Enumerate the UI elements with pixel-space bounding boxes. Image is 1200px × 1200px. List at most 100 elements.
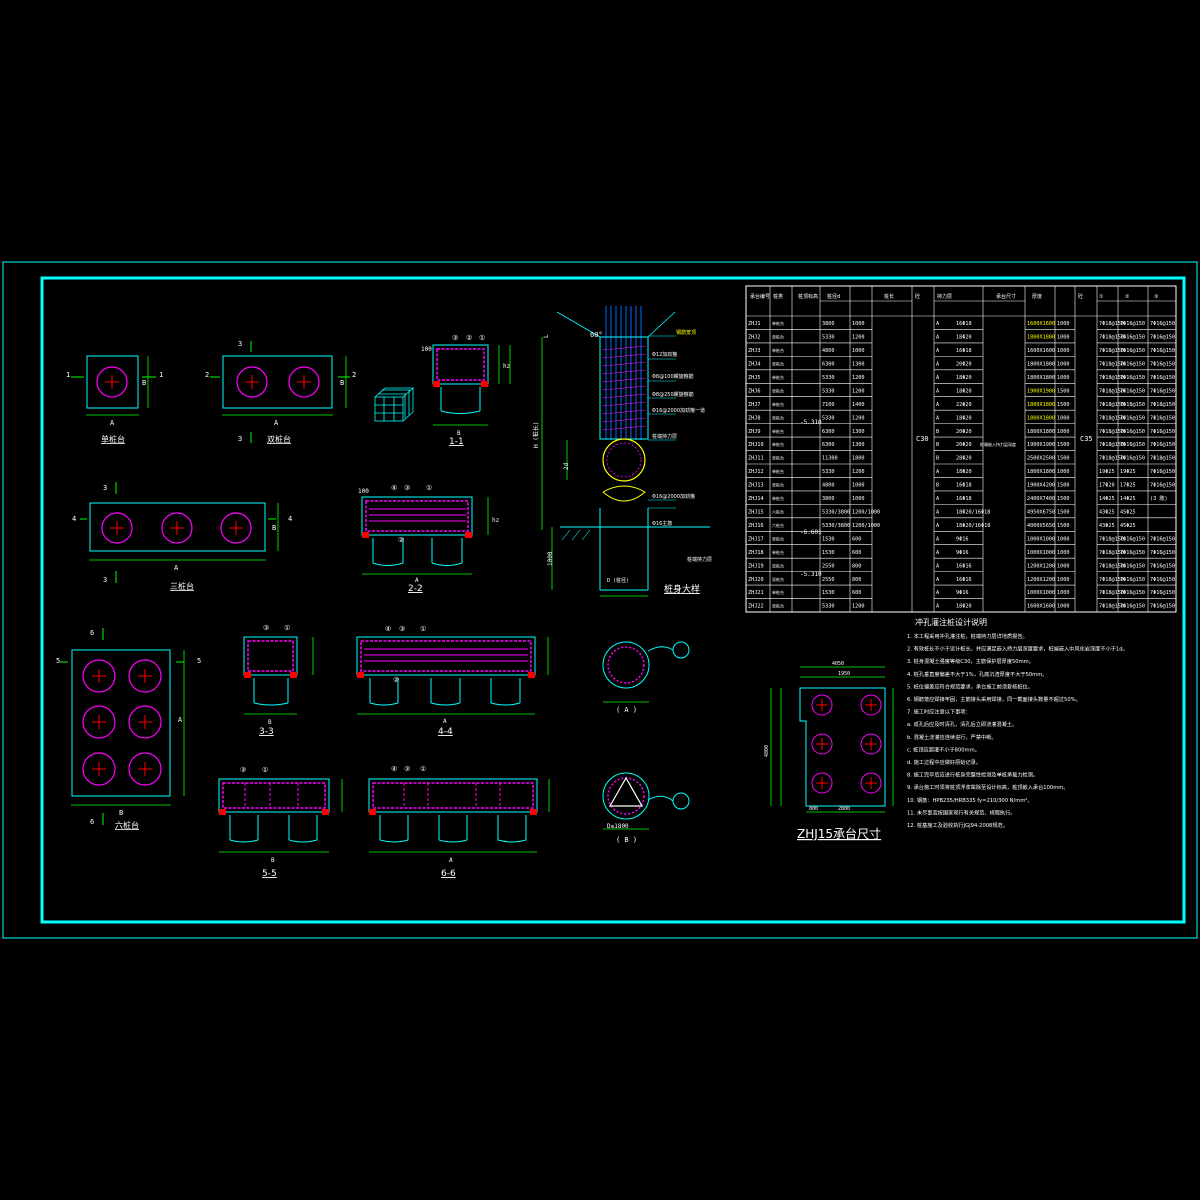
table-cell: 单桩台 xyxy=(772,361,784,367)
table-cell: 1800X1800 xyxy=(1027,429,1055,435)
note-line: 2. 有效桩长不小于设计桩长，并应满足嵌入持力层深度要求，桩端嵌入中风化岩深度不… xyxy=(907,645,1128,653)
dim-d: D (桩径) xyxy=(607,577,629,584)
table-cell: A xyxy=(936,604,940,610)
table-cell: 18Φ20 xyxy=(956,469,972,475)
table-cell: 1000 xyxy=(1057,429,1070,435)
table-cell: 2550 xyxy=(822,577,835,583)
table-cell: 7Φ18@150 xyxy=(1099,577,1124,583)
table-cell: 1000X1000 xyxy=(1027,590,1055,596)
table-cell: 7Φ16@150 xyxy=(1150,442,1175,448)
cut-mark-6-bottom: 6 xyxy=(90,818,94,826)
table-cell: 1500 xyxy=(1057,523,1070,529)
cut-mark-4-left: 4 xyxy=(72,515,76,523)
zhj15-cap-plan: 4050 1950 4800 800 2800 ZHJ15承台尺寸 xyxy=(764,661,894,841)
table-cell: 22Φ20 xyxy=(956,402,972,408)
table-header-cell: ② xyxy=(1125,294,1130,300)
dim-a: A xyxy=(110,419,115,427)
table-header-cell: ① xyxy=(1099,294,1104,300)
dim-b: B xyxy=(457,430,461,437)
table-cell: 18Φ20 xyxy=(956,388,972,394)
dim-a: A xyxy=(174,564,179,572)
rebar-mark-1: ① xyxy=(420,765,426,773)
table-cell: ZHJ21 xyxy=(748,590,764,596)
table-cell: 7Φ18@150 xyxy=(1099,563,1124,569)
table-cell: A xyxy=(936,321,940,327)
rebar-mark-4: ④ xyxy=(385,625,391,633)
cut-mark-3-top: 3 xyxy=(103,484,107,492)
table-cell: 单桩台 xyxy=(772,535,784,541)
table-cell: 7Φ16@150 xyxy=(1120,335,1145,341)
table-cell: 5330 xyxy=(822,335,835,341)
section-6-6-title: 6-6 xyxy=(441,869,456,879)
table-cell: 1000 xyxy=(1057,550,1070,556)
section-4-4: ④ ③ ① ② A 4-4 xyxy=(356,625,549,737)
table-cell: 7Φ16@150 xyxy=(1120,442,1145,448)
pile-note-2: Φ12加劲箍 xyxy=(652,351,677,358)
table-cell: A xyxy=(936,550,940,556)
table-cell: 双桩台 xyxy=(772,562,784,568)
zhj15-dim-4050: 4050 xyxy=(832,661,844,667)
pile-body-detail: 钢筋笼顶 Φ12加劲箍 Φ8@100螺旋箍筋 Φ8@250螺旋箍筋 Φ16@20… xyxy=(532,306,712,597)
table-cell: 7Φ16@150 xyxy=(1150,469,1175,475)
table-cell: 18Φ20 xyxy=(956,375,972,381)
table-cell: 1000 xyxy=(1057,375,1070,381)
table-cell: 18Φ20 xyxy=(956,335,972,341)
table-cell: 14Φ25 xyxy=(1099,496,1115,502)
cap2-title: 双桩台 xyxy=(267,434,291,444)
table-cell: 7100 xyxy=(822,402,835,408)
dim-a: A xyxy=(449,857,453,864)
table-cell: 1000 xyxy=(1057,415,1070,421)
table-header-cell: 持力层 xyxy=(937,293,952,300)
table-cell: 5330 xyxy=(822,375,835,381)
table-cell: ZHJ12 xyxy=(748,469,764,475)
section-5-5: ③ ① B 5-5 xyxy=(218,766,343,879)
table-cell: 1200 xyxy=(852,604,865,610)
table-cell: 5330 xyxy=(822,469,835,475)
table-cell: 5330/3800 xyxy=(822,510,850,516)
note-line: 6. 钢筋笼应焊接牢固，主筋接头采用焊接，同一截面接头数量不超过50%。 xyxy=(907,695,1081,703)
table-cell: 7Φ16@150 xyxy=(1120,362,1145,368)
cap6-title: 六桩台 xyxy=(115,820,139,830)
table-cell: 单桩台 xyxy=(772,589,784,595)
table-cell: 4000X5650 xyxy=(1027,523,1055,529)
table-cell: 7Φ16@150 xyxy=(1150,429,1175,435)
table-cell: 1800X1800 xyxy=(1027,362,1055,368)
table-cell: 4800 xyxy=(822,348,835,354)
table-cell: ZHJ5 xyxy=(748,375,761,381)
rebar-mark-1: ① xyxy=(426,484,432,492)
table-cell: 1500 xyxy=(1057,456,1070,462)
table-cell: 16Φ16 xyxy=(956,563,972,569)
table-cell: 1800X1800 xyxy=(1027,375,1055,381)
table-cell: 1900X4200 xyxy=(1027,483,1055,489)
table-cell: 1000X1000 xyxy=(1027,550,1055,556)
dim-1000: 1000 xyxy=(547,551,554,566)
table-cell: ZHJ17 xyxy=(748,536,764,542)
table-cell: 1600X1600 xyxy=(1027,604,1055,610)
notes-title: 冲孔灌注桩设计说明 xyxy=(915,617,987,627)
table-cell: ZHJ8 xyxy=(748,415,761,421)
zhj15-dim-1950: 1950 xyxy=(838,671,850,677)
table-cell: 单桩台 xyxy=(772,468,784,474)
table-cell: 7Φ18@150 xyxy=(1099,590,1124,596)
table-cell: 4950X6750 xyxy=(1027,510,1055,516)
table-cell: 28Φ20 xyxy=(956,456,972,462)
table-cell: 14Φ25 xyxy=(1120,496,1136,502)
table-cell: 2550 xyxy=(822,563,835,569)
table-cell: 单桩台 xyxy=(772,414,784,420)
table-cell: 7Φ16@150 xyxy=(1150,536,1175,542)
dim-b: B xyxy=(142,379,146,387)
table-cell: 600 xyxy=(852,590,861,596)
table-concrete-1: C30 xyxy=(916,435,929,443)
rebar-mark-1: ① xyxy=(284,624,290,632)
table-cell: 7Φ16@150 xyxy=(1150,415,1175,421)
table-cell: 7Φ18@150 xyxy=(1099,402,1124,408)
rebar-mark-2: ② xyxy=(393,676,399,684)
table-header-cell: ③ xyxy=(1154,294,1158,300)
dim-b: B xyxy=(340,379,344,387)
table-cell: 1200 xyxy=(852,335,865,341)
rebar-mark-1: ① xyxy=(420,625,426,633)
rebar-mark-2: ② xyxy=(398,536,404,544)
table-cell: ZHJ11 xyxy=(748,456,764,462)
table-cell: A xyxy=(936,469,940,475)
